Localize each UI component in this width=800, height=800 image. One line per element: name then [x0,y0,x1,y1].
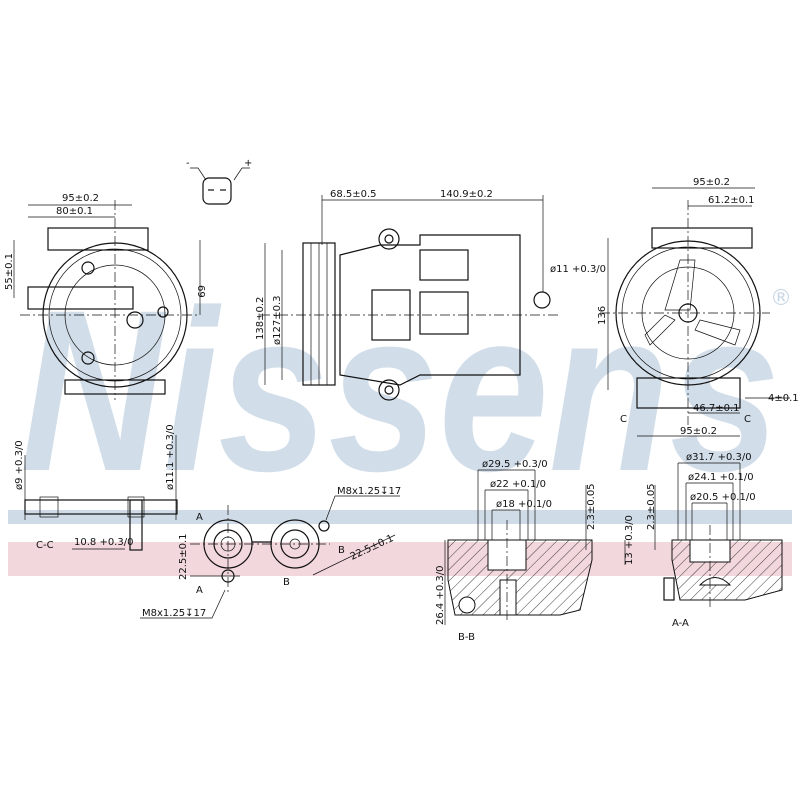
section-b-b: ø29.5 +0.3/0 ø22 +0.1/0 ø18 +0.1/0 2.3±0… [435,459,597,643]
dim-cc-small-dia: ø9 +0.3/0 [14,440,25,490]
dim-aa-height: 13 +0.3/0 [624,515,635,565]
registered-mark: ® [770,286,792,311]
section-mark-b-top: B [338,545,345,556]
pink-band [8,542,792,576]
dim-pulley-diameter: ø127±0.3 [272,296,283,346]
front-view: 95±0.2 61.2±0.1 136 46.7±0.1 95±0.2 4±0.… [597,177,799,437]
dim-front-height: 136 [597,306,608,325]
thread-spec-bottom: M8x1.25↧17 [142,608,206,619]
dim-height-right: 69 [195,285,206,298]
dim-width-inner: 80±0.1 [56,206,93,217]
dim-pulley-offset: 68.5±0.5 [330,189,377,200]
dim-bb-height: 26.4 +0.3/0 [435,566,446,625]
connector-symbol: - + [186,158,252,205]
dim-bb-dia-inner: ø18 +0.1/0 [496,499,552,510]
section-mark-a-top: A [196,512,203,523]
dim-front-width-bottom: 95±0.2 [680,426,717,437]
dim-cc-depth: 10.8 +0.3/0 [74,537,133,548]
dim-port-left: 22.5±0.1 [178,533,189,580]
left-view: 95±0.2 80±0.1 55±0.1 69 [4,193,206,400]
thread-spec-top: M8x1.25↧17 [337,486,401,497]
dim-side-height: 138±0.2 [255,297,266,340]
section-mark-c-right: C [744,414,751,425]
section-a-a: ø31.7 +0.3/0 ø24.1 +0.1/0 ø20.5 +0.1/0 2… [624,452,783,629]
blue-band [8,510,792,524]
dim-aa-dia-inner: ø20.5 +0.1/0 [690,492,756,503]
dim-bb-depth: 2.3±0.05 [586,483,597,530]
dim-front-offset-top: 61.2±0.1 [708,195,755,206]
minus-terminal-label: - [186,158,190,169]
dim-aa-dia-outer: ø31.7 +0.3/0 [686,452,752,463]
dim-aa-dia-mid: ø24.1 +0.1/0 [688,472,754,483]
section-b-b-label: B-B [458,632,475,643]
dim-front-gap: 4±0.1 [768,393,799,404]
dim-height-left: 55±0.1 [4,253,15,290]
section-mark-a-bottom: A [196,585,203,596]
dim-aa-depth: 2.3±0.05 [646,483,657,530]
dim-cc-large-dia: ø11.1 +0.3/0 [165,424,176,490]
section-a-a-label: A-A [672,618,689,629]
dim-mount-hole: ø11 +0.3/0 [550,264,606,275]
dim-front-width-top: 95±0.2 [693,177,730,188]
section-c-c-label: C-C [36,540,54,551]
section-mark-c-left: C [620,414,627,425]
dim-body-length: 140.9±0.2 [440,189,493,200]
section-mark-b-bottom: B [283,577,290,588]
dim-bb-dia-mid: ø22 +0.1/0 [490,479,546,490]
nissens-watermark-logo: Nissens [20,262,780,519]
section-c-c: C-C 10.8 +0.3/0 ø9 +0.3/0 ø11.1 +0.3/0 [14,424,178,551]
dim-bb-dia-outer: ø29.5 +0.3/0 [482,459,548,470]
side-view: 68.5±0.5 140.9±0.2 ø11 +0.3/0 138±0.2 ø1… [255,189,606,401]
dim-width-outer: 95±0.2 [62,193,99,204]
dim-front-offset-bottom: 46.7±0.1 [693,403,740,414]
plus-terminal-label: + [244,158,252,169]
